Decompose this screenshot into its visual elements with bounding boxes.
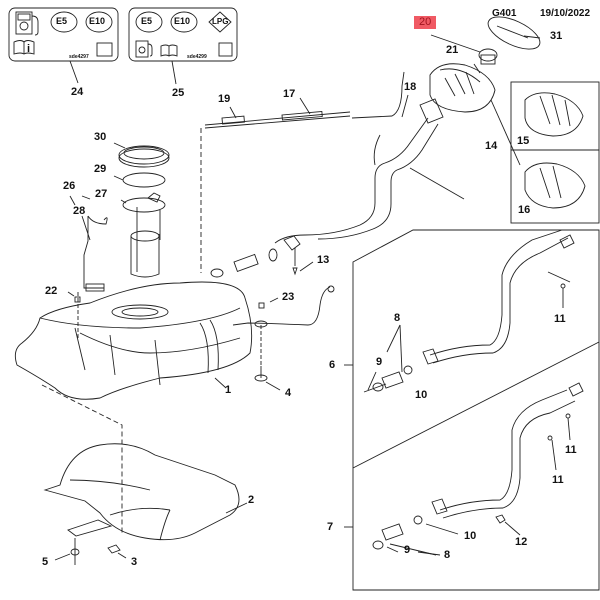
callout-1[interactable]: 1 — [225, 384, 232, 396]
callout-24[interactable]: 24 — [71, 86, 84, 98]
clip-5 — [54, 538, 80, 565]
filler-housing-assembly — [429, 63, 521, 166]
diagram-code: G401 — [492, 8, 517, 19]
filler-housing-15 — [524, 92, 584, 137]
sticker25-badge-e5: E5 — [141, 16, 153, 26]
callout-18[interactable]: 18 — [404, 81, 417, 93]
manual-book-icon — [160, 44, 178, 57]
seal-ring-29 — [113, 172, 166, 188]
diagram-date: 19/10/2022 — [540, 8, 591, 19]
seal-21 — [430, 34, 498, 74]
fuel-label-sticker-25 — [128, 7, 238, 85]
callout-16[interactable]: 16 — [518, 204, 531, 216]
manual-book-icon — [13, 40, 35, 55]
callout-29[interactable]: 29 — [94, 163, 107, 175]
sticker25-badge-e10: E10 — [174, 16, 191, 26]
clip-3 — [107, 544, 127, 559]
bolt-4 — [254, 366, 281, 391]
washer-23 — [254, 297, 279, 367]
sticker24-badge-e5: E5 — [56, 16, 68, 26]
callout-9a[interactable]: 9 — [376, 356, 383, 368]
callout-20-highlighted[interactable]: 20 — [414, 16, 437, 29]
callout-13[interactable]: 13 — [317, 254, 330, 266]
fuel-pump-module-27 — [120, 192, 166, 278]
blank-box — [96, 42, 113, 57]
sticker24-code: sde4297 — [69, 54, 89, 60]
callout-25[interactable]: 25 — [172, 87, 185, 99]
fuel-pump-icon — [15, 11, 39, 36]
callout-3[interactable]: 3 — [131, 556, 138, 568]
callout-23[interactable]: 23 — [282, 291, 295, 303]
callout-8a[interactable]: 8 — [394, 312, 401, 324]
callout-2[interactable]: 2 — [248, 494, 255, 506]
info-icon: i — [27, 43, 31, 55]
fuel-label-sticker-24 — [8, 7, 119, 84]
fuel-pump-icon — [135, 40, 153, 58]
callout-12[interactable]: 12 — [515, 536, 528, 548]
fuel-tank-1 — [14, 281, 335, 400]
sticker25-badge-lpg: LPG — [212, 17, 229, 26]
callout-5[interactable]: 5 — [42, 556, 49, 568]
callout-21[interactable]: 21 — [446, 44, 459, 56]
dashed-guide — [41, 384, 123, 535]
callout-11b[interactable]: 11 — [565, 444, 577, 456]
filler-pipe-variant-7 — [372, 382, 584, 556]
filler-neck-pipe — [274, 71, 465, 244]
sticker24-badge-e10: E10 — [89, 16, 106, 26]
filler-pipe-variant-6 — [363, 229, 575, 393]
heat-shield-2 — [43, 443, 248, 541]
e5-badge-circle — [135, 11, 163, 33]
bolt-22 — [67, 291, 81, 340]
callout-7[interactable]: 7 — [327, 521, 334, 533]
filler-flap-31 — [487, 16, 541, 50]
e5-badge-circle — [50, 11, 78, 33]
callout-11c[interactable]: 11 — [552, 474, 564, 486]
callout-14[interactable]: 14 — [485, 140, 498, 152]
callout-4[interactable]: 4 — [285, 387, 292, 399]
callout-8b[interactable]: 8 — [444, 549, 451, 561]
vent-pipe-17 — [204, 97, 351, 129]
callout-10b[interactable]: 10 — [464, 530, 477, 542]
callout-27[interactable]: 27 — [95, 188, 108, 200]
filler-hose-connector — [210, 235, 314, 278]
callout-9b[interactable]: 9 — [404, 544, 411, 556]
e10-badge-circle — [170, 11, 198, 33]
callout-30[interactable]: 30 — [94, 131, 107, 143]
callout-15[interactable]: 15 — [517, 135, 530, 147]
e10-badge-circle — [85, 11, 113, 33]
callout-6[interactable]: 6 — [329, 359, 336, 371]
callout-31[interactable]: 31 — [550, 30, 563, 42]
filler-housing-16 — [524, 162, 586, 209]
fuel-level-sensor-28 — [69, 195, 108, 292]
callout-26[interactable]: 26 — [63, 180, 76, 192]
lpg-badge-diamond — [208, 11, 232, 33]
callout-19[interactable]: 19 — [218, 93, 231, 105]
variant-box-16 — [510, 149, 600, 224]
variant-box-6-7 — [344, 229, 600, 591]
sticker25-code: sde4299 — [187, 54, 207, 60]
callout-22[interactable]: 22 — [45, 285, 58, 297]
blank-box — [218, 42, 233, 57]
callout-17[interactable]: 17 — [283, 88, 296, 100]
callout-11a[interactable]: 11 — [554, 313, 566, 325]
fuel-pump-lock-ring-30 — [113, 142, 170, 168]
callout-28[interactable]: 28 — [73, 205, 86, 217]
callout-10a[interactable]: 10 — [415, 389, 428, 401]
